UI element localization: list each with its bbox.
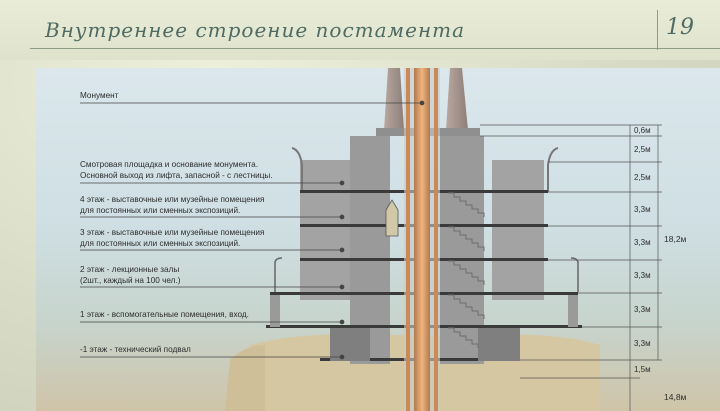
label-floor-2: 2 этаж - лекционные залы (2шт., каждый н… [80,265,181,285]
elevator-shaft-core [434,68,438,411]
dimension-value: 3,3м [634,339,651,348]
basement-wall [330,328,370,361]
page-title: Внутреннее строение постамента [45,18,466,42]
leader-lines [80,100,425,360]
dimension-value: 3,3м [634,271,651,280]
dimension-value: 3,3м [634,305,651,314]
total-height-above: 18,2м [664,234,687,244]
lamp-post [570,257,579,292]
building-wall [440,136,484,364]
monument [446,68,468,130]
header-vertical-divider [657,10,658,50]
label-floor-4: 4 этаж - выставочные или музейные помеще… [80,195,265,215]
staircase [448,192,485,348]
dimension-value: 0,6м [634,126,651,135]
ground-mass-left [225,345,265,411]
parapet [291,147,303,192]
dimension-value: 3,3м [634,238,651,247]
label-monument: Монумент [80,91,119,100]
dimension-ticks [480,124,662,379]
dimension-value: 2,5м [634,173,651,182]
header-divider [30,48,720,49]
dimension-value: 3,3м [634,205,651,214]
label-floor-1: 1 этаж - вспомогательные помещения, вход… [80,310,249,319]
dimension-value: 1,5м [634,365,651,374]
monument [384,68,404,130]
lamp-post [274,257,283,292]
elevator-cabin [385,199,399,237]
building-wall [568,295,578,327]
elevator-shaft-core [406,68,410,411]
building-wall [270,295,280,327]
label-basement: -1 этаж - технический подвал [80,345,191,354]
label-observation-deck: Смотровая площадка и основание монумента… [80,160,273,180]
header-band [0,0,720,60]
dimension-value: 2,5м [634,145,651,154]
page-number: 19 [666,15,694,40]
basement-wall [478,328,520,361]
parapet [547,147,559,192]
building-wall [492,160,544,300]
elevator-shaft-core [414,68,430,411]
total-height-below: 14,8м [664,392,687,402]
label-floor-3: 3 этаж - выставочные или музейные помеще… [80,228,265,248]
